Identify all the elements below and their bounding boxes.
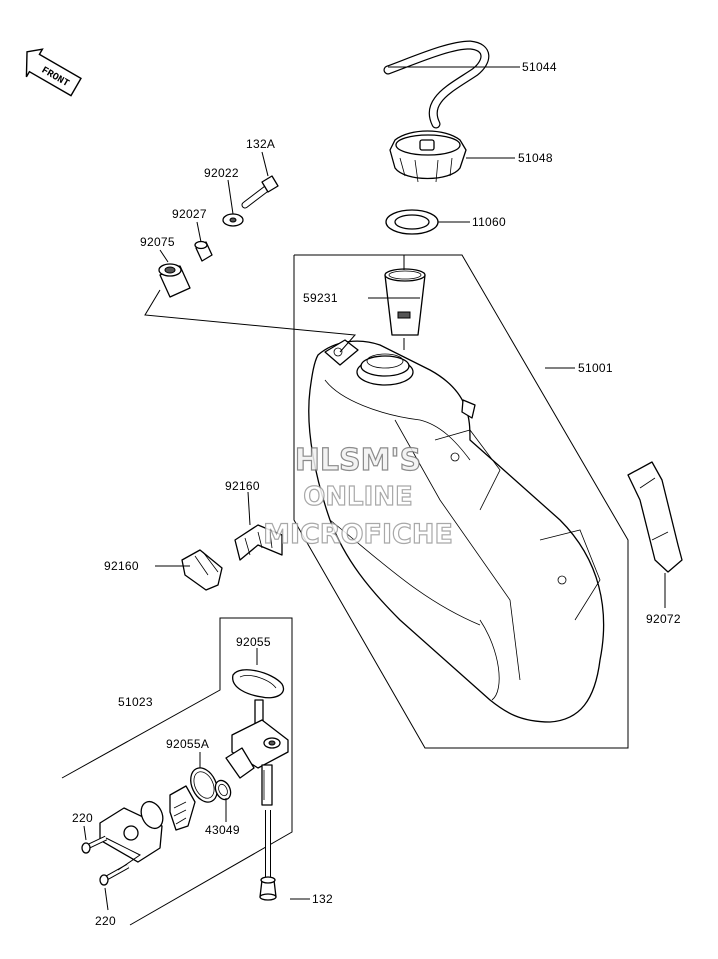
watermark: HLSM'S ONLINE MICROFICHE [262, 442, 453, 550]
label-92027: 92027 [172, 207, 207, 221]
bolt-132a [241, 175, 279, 209]
leader-lines [83, 66, 666, 911]
label-132a: 132A [246, 137, 275, 151]
label-92055a: 92055A [166, 737, 209, 751]
tank-band [627, 461, 683, 573]
breather-hose [383, 40, 490, 129]
screw-220-top [81, 835, 108, 854]
seal-ring [140, 800, 164, 830]
label-92022: 92022 [204, 166, 239, 180]
label-92075: 92075 [140, 235, 175, 249]
label-51044: 51044 [522, 60, 557, 74]
pad-92160-top [234, 524, 283, 561]
o-ring-43049 [214, 779, 232, 801]
pad-92160-left [181, 549, 223, 591]
fuel-tank [308, 339, 605, 723]
leader-plate [105, 837, 141, 871]
label-43049: 43049 [205, 823, 240, 837]
label-51023: 51023 [118, 695, 153, 709]
fuel-cock [225, 699, 289, 806]
cock-gasket-92055 [232, 669, 285, 699]
watermark-line3: MICROFICHE [263, 519, 453, 550]
damper-92075 [158, 263, 191, 298]
label-11060: 11060 [472, 215, 506, 229]
group-frame-51001 [293, 254, 629, 749]
label-92055: 92055 [236, 635, 271, 649]
bolt-132 [259, 810, 277, 901]
label-220-top: 220 [72, 811, 93, 825]
screw-220-bottom [99, 863, 130, 886]
o-ring-92055a [190, 767, 218, 803]
collar-92027 [194, 240, 213, 262]
leader-92075-tank [144, 289, 357, 353]
front-arrow-icon: FRONT [25, 48, 82, 97]
strainer [169, 785, 196, 831]
label-92160-top: 92160 [225, 479, 260, 493]
cap-gasket [385, 209, 439, 235]
washer-92022 [222, 213, 244, 227]
label-92072: 92072 [646, 612, 681, 626]
part-labels: 51044 51048 11060 59231 51001 132A 92022… [72, 60, 681, 928]
label-59231: 59231 [303, 291, 338, 305]
fuel-filter [384, 268, 426, 336]
label-220-bottom: 220 [95, 914, 116, 928]
label-51048: 51048 [518, 151, 553, 165]
watermark-line2: ONLINE [303, 482, 413, 512]
watermark-line1: HLSM'S [295, 443, 421, 478]
label-92160-left: 92160 [104, 559, 139, 573]
label-132: 132 [312, 892, 333, 906]
label-51001: 51001 [578, 361, 613, 375]
fuel-cap [389, 130, 467, 183]
